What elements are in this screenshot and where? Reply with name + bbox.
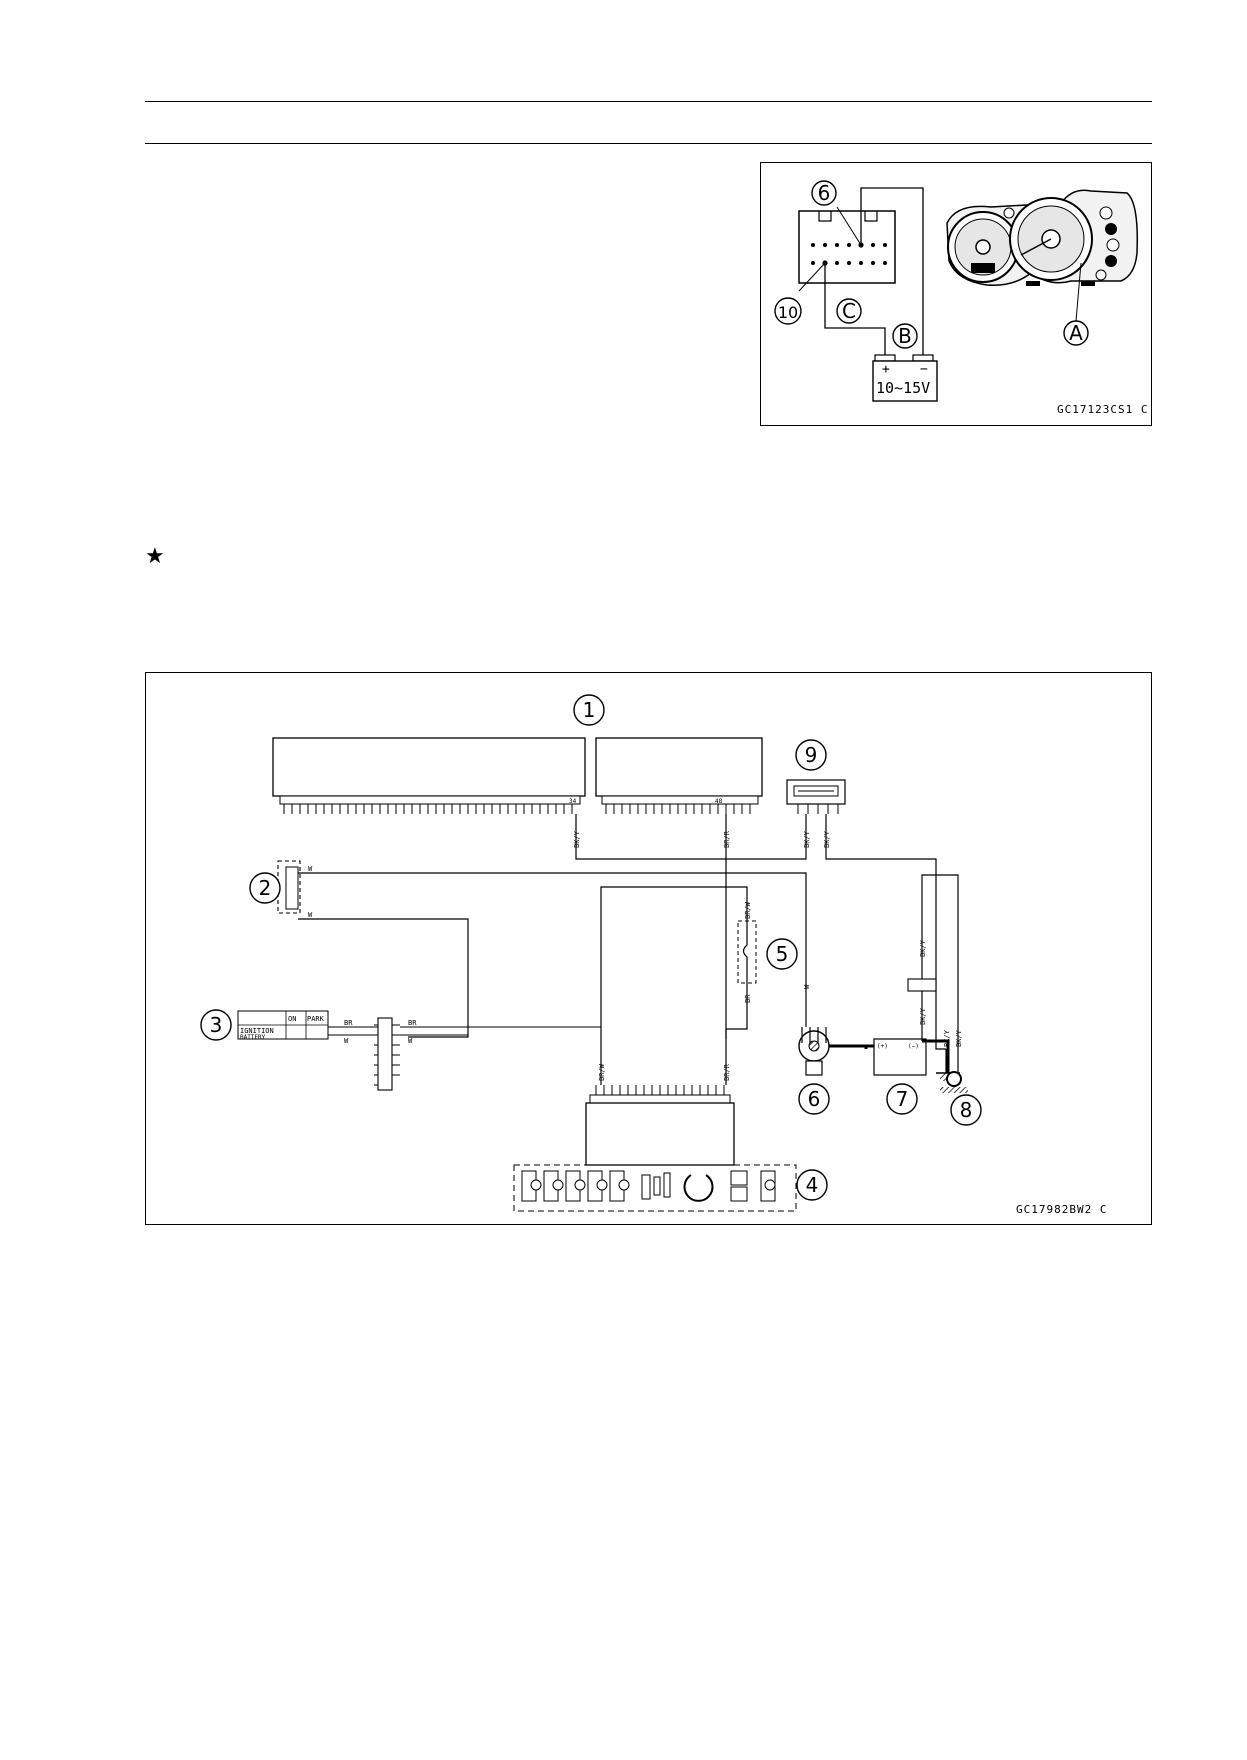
battery-symbol: + − 10~15V (872, 354, 938, 402)
svg-text:9: 9 (805, 743, 818, 767)
callout-c: C (836, 298, 862, 324)
svg-text:PARK: PARK (307, 1015, 325, 1023)
meter-unit-4 (513, 1164, 797, 1212)
svg-text:BR: BR (408, 1019, 417, 1027)
callout-4: 4 (796, 1169, 828, 1201)
callout-2: 2 (249, 872, 281, 904)
callout-pin-10: 10 (774, 297, 802, 325)
ground-terminal-8 (940, 1071, 968, 1093)
callout-1: 1 (573, 694, 605, 726)
svg-text:W: W (308, 911, 313, 919)
callout-b: B (892, 323, 918, 349)
svg-text:2: 2 (259, 876, 272, 900)
svg-text:BR: BR (344, 1019, 353, 1027)
callout-6: 6 (798, 1083, 830, 1115)
meter-connector-diagram (585, 1085, 735, 1166)
svg-text:W: W (803, 984, 811, 989)
svg-text:BR: BR (744, 994, 752, 1003)
ignition-switch-3: ON PARK IGNITION BATTERY BR W (237, 1010, 378, 1045)
svg-text:34: 34 (569, 798, 577, 805)
battery-7: (+) (−) (873, 1038, 927, 1076)
svg-text:10: 10 (778, 303, 798, 322)
svg-text:BR/R: BR/R (723, 830, 731, 848)
callout-5: 5 (766, 938, 798, 970)
svg-text:48: 48 (715, 798, 723, 805)
svg-text:BATTERY: BATTERY (240, 1034, 266, 1041)
sensor-2 (277, 860, 301, 914)
svg-text:7: 7 (896, 1087, 909, 1111)
callout-a: A (1063, 320, 1089, 346)
callout-8: 8 (950, 1094, 982, 1126)
fuse-5 (737, 920, 757, 984)
wiring-diagram-figure: 34 48 1 9 BK/Y BR/R BK/Y BK/Y (145, 672, 1152, 1225)
figure2-code: GC17982BW2 C (1016, 1203, 1107, 1216)
svg-text:−: − (920, 362, 928, 377)
svg-text:BK/Y: BK/Y (573, 830, 581, 848)
svg-text:6: 6 (808, 1087, 821, 1111)
svg-text:BR/W: BR/W (744, 901, 752, 919)
svg-text:10~15V: 10~15V (876, 379, 930, 397)
svg-text:BK/Y: BK/Y (803, 830, 811, 848)
meter-connector (798, 210, 896, 284)
callout-3: 3 (200, 1009, 232, 1041)
svg-text:3: 3 (210, 1013, 223, 1037)
meter-unit-image (946, 189, 1139, 286)
star-bullet: ★ (145, 543, 165, 568)
svg-text:5: 5 (776, 942, 789, 966)
svg-text:(−): (−) (908, 1043, 919, 1050)
svg-text:W: W (408, 1037, 413, 1045)
relay-6 (798, 1027, 830, 1076)
header-rule-bottom (145, 143, 1152, 144)
callout-9: 9 (795, 739, 827, 771)
svg-text:B: B (898, 324, 912, 348)
svg-text:C: C (842, 299, 856, 323)
svg-text:(+): (+) (877, 1043, 888, 1050)
ecu-connector-left: 34 (272, 737, 586, 814)
svg-text:BK/Y: BK/Y (919, 939, 927, 957)
svg-text:6: 6 (818, 181, 831, 205)
ecu-connector-right: 48 (595, 737, 763, 814)
svg-text:BR/R: BR/R (723, 1063, 731, 1081)
svg-text:IGNITION: IGNITION (240, 1027, 274, 1035)
meter-test-figure: 6 10 C B + − 10~15V (760, 162, 1152, 426)
svg-text:8: 8 (960, 1098, 973, 1122)
svg-text:1: 1 (583, 698, 596, 722)
svg-text:BK/Y: BK/Y (919, 1007, 927, 1025)
svg-text:A: A (1069, 321, 1083, 345)
svg-text:W: W (344, 1037, 349, 1045)
figure1-code: GC17123CS1 C (1057, 403, 1148, 416)
switch-connector (374, 1017, 400, 1091)
header-rule-top (145, 101, 1152, 102)
callout-7: 7 (886, 1083, 918, 1115)
joint-connector-9 (786, 779, 846, 814)
svg-text:BR/W: BR/W (598, 1063, 606, 1081)
svg-text:BK/Y: BK/Y (823, 830, 831, 848)
svg-text:ON: ON (288, 1015, 296, 1023)
svg-text:4: 4 (806, 1173, 819, 1197)
svg-text:BK/Y: BK/Y (943, 1029, 951, 1047)
callout-pin-6: 6 (811, 180, 837, 206)
svg-text:W: W (308, 865, 313, 873)
svg-text:+: + (882, 362, 890, 377)
svg-text:BK/Y: BK/Y (955, 1029, 963, 1047)
